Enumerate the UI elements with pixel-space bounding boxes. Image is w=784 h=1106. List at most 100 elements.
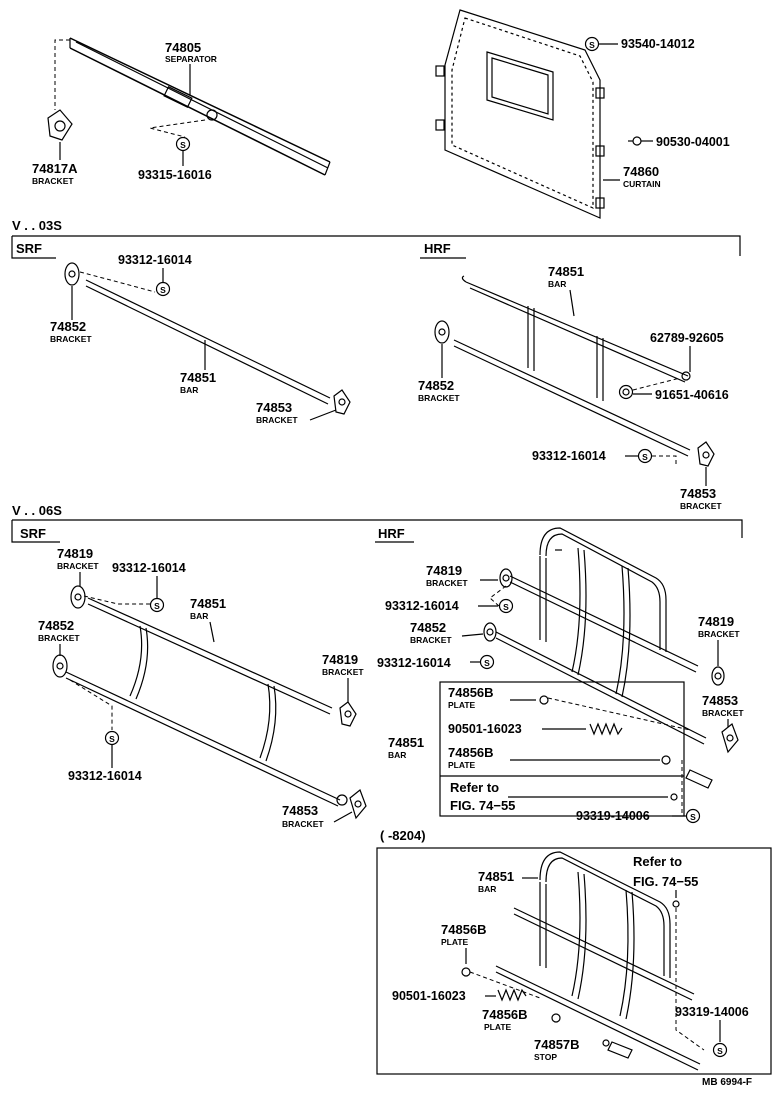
bracket-icon [333, 389, 351, 415]
svg-text:S: S [717, 1046, 723, 1056]
part-name: STOP [534, 1052, 557, 1062]
svg-text:S: S [589, 40, 595, 50]
diagram-id: MB 6994-F [702, 1077, 752, 1088]
part-number: 74857B [534, 1037, 580, 1052]
svg-text:S: S [154, 601, 160, 611]
detail-box [439, 681, 685, 817]
plate-washer-icon [539, 695, 549, 705]
clip-icon [628, 136, 642, 146]
part-number: 74852 [418, 378, 454, 393]
bracket-icon [336, 789, 367, 820]
refer-text: Refer to [450, 780, 499, 795]
stop-pin-icon [685, 769, 713, 789]
part-name: BRACKET [702, 708, 744, 718]
part-name: BRACKET [282, 819, 324, 829]
part-name: BRACKET [57, 561, 99, 571]
separator-assembly [54, 37, 331, 176]
part-number: 74856B [482, 1007, 528, 1022]
bracket-icon [47, 109, 73, 141]
part-name: SEPARATOR [165, 54, 217, 64]
bracket-icon [697, 441, 715, 467]
screw-s-icon [618, 384, 634, 400]
bar-frame-icon [453, 275, 691, 457]
part-number: 93312-16014 [377, 656, 451, 670]
part-name: CURTAIN [623, 179, 661, 189]
bar-frame-icon [495, 527, 707, 745]
bracket-icon [721, 723, 739, 754]
svg-text:S: S [484, 658, 490, 668]
part-number: 74851 [388, 735, 424, 750]
plate-washer-icon [551, 1013, 561, 1023]
part-number: 74817A [32, 161, 78, 176]
screw-s-icon: S [175, 136, 191, 152]
screw-s-icon: S [104, 730, 120, 746]
part-number: 74852 [38, 618, 74, 633]
svg-text:S: S [180, 140, 186, 150]
part-number: 90530-04001 [656, 135, 730, 149]
refer-text: Refer to [633, 854, 682, 869]
bar-frame-icon [65, 597, 341, 807]
section-label-v03s: V . . 03S [12, 218, 62, 233]
refer-text: FIG. 74−55 [450, 798, 515, 813]
spring-icon [589, 722, 623, 736]
part-number: 74805 [165, 40, 201, 55]
bracket-icon [711, 666, 725, 686]
part-name: BAR [180, 385, 198, 395]
screw-s-icon: S [155, 281, 171, 297]
screw-s-icon: S [479, 654, 495, 670]
section-label-hrf: HRF [424, 241, 451, 256]
bar-frame-icon [495, 851, 701, 1071]
screw-s-icon: S [149, 597, 165, 613]
spring-icon [497, 988, 527, 1002]
svg-text:S: S [690, 812, 696, 822]
part-number: 74852 [50, 319, 86, 334]
screw-s-icon: S [498, 598, 514, 614]
part-number: 90501-16023 [448, 722, 522, 736]
part-number: 74853 [702, 693, 738, 708]
bracket-icon [499, 568, 513, 588]
part-name: BRACKET [680, 501, 722, 511]
part-number: 74860 [623, 164, 659, 179]
svg-text:S: S [160, 285, 166, 295]
svg-text:S: S [109, 734, 115, 744]
part-number: 74856B [441, 922, 487, 937]
part-number: 93319-14006 [576, 809, 650, 823]
part-number: 93315-16016 [138, 168, 212, 182]
part-name: PLATE [441, 937, 469, 947]
screw-s-icon: S [637, 448, 653, 464]
part-name: BRACKET [38, 633, 80, 643]
part-number: 93540-14012 [621, 37, 695, 51]
part-number: 62789-92605 [650, 331, 724, 345]
bracket-icon [434, 320, 450, 344]
part-name: BAR [190, 611, 208, 621]
svg-text:S: S [642, 452, 648, 462]
part-number: 74819 [698, 614, 734, 629]
part-number: 74853 [256, 400, 292, 415]
part-number: 74819 [57, 546, 93, 561]
part-name: BRACKET [32, 176, 74, 186]
part-name: BRACKET [698, 629, 740, 639]
bracket-icon [483, 622, 497, 642]
part-number: 74851 [548, 264, 584, 279]
part-name: PLATE [448, 700, 476, 710]
part-number: 74819 [322, 652, 358, 667]
part-number: 93312-16014 [68, 769, 142, 783]
plate-washer-icon [661, 755, 671, 765]
screw-s-icon: S [685, 808, 701, 824]
section-label-srf: SRF [20, 526, 46, 541]
section-label-date: ( -8204) [380, 828, 426, 843]
section-label-srf: SRF [16, 241, 42, 256]
bracket-icon [70, 585, 86, 609]
section-label-hrf: HRF [378, 526, 405, 541]
refer-text: FIG. 74−55 [633, 874, 698, 889]
part-number: 74856B [448, 685, 494, 700]
part-number: 74851 [190, 596, 226, 611]
part-number: 93312-16014 [118, 253, 192, 267]
part-name: PLATE [484, 1022, 512, 1032]
part-number: 93312-16014 [385, 599, 459, 613]
bracket-icon [52, 654, 68, 678]
part-name: BAR [548, 279, 566, 289]
svg-text:S: S [503, 602, 509, 612]
screw-s-icon: S [584, 36, 600, 52]
